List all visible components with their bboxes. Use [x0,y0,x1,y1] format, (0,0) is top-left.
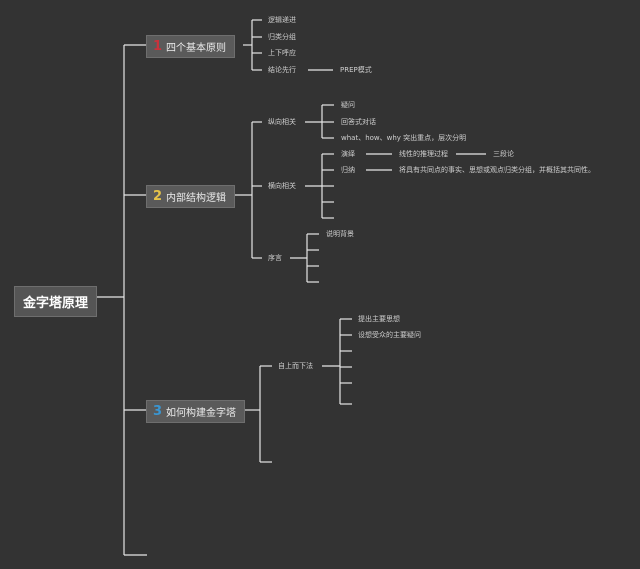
branch-3-label: 如何构建金字塔 [166,408,237,419]
induction-node[interactable]: 归纳 [341,166,355,174]
top-down-item[interactable]: 设想受众的主要疑问 [358,331,421,339]
branch-2-number: 2 [153,189,163,204]
principle-item[interactable]: 逻辑递进 [268,16,296,24]
horizontal-related-node[interactable]: 横向相关 [268,182,296,190]
top-down-item[interactable]: 提出主要思想 [358,315,400,323]
branch-2-node[interactable]: 2 内部结构逻辑 [146,185,236,208]
induction-detail[interactable]: 将具有共同点的事实、思想或观点归类分组，并概括其共同性。 [399,166,595,174]
top-down-node[interactable]: 自上而下法 [278,362,313,370]
branch-2-label: 内部结构逻辑 [166,193,227,204]
vertical-item[interactable]: what、how、why 突出重点，层次分明 [341,134,467,142]
branch-3-node[interactable]: 3 如何构建金字塔 [146,400,246,423]
principle-item[interactable]: 归类分组 [268,33,296,41]
prep-mode-node[interactable]: PREP模式 [340,66,372,74]
root-label: 金字塔原理 [23,296,89,311]
branch-3-number: 3 [153,404,163,419]
branch-1-label: 四个基本原则 [166,43,227,54]
branch-1-number: 1 [153,39,163,54]
vertical-item[interactable]: 回答式对话 [341,118,376,126]
principle-item[interactable]: 结论先行 [268,66,296,74]
preface-item[interactable]: 说明背景 [326,230,354,238]
preface-node[interactable]: 序言 [268,254,282,262]
vertical-item[interactable]: 疑问 [341,101,355,109]
deduction-node[interactable]: 演绎 [341,150,355,158]
deduction-detail[interactable]: 线性的推理过程 [399,150,448,158]
syllogism-node[interactable]: 三段论 [493,150,514,158]
principle-item[interactable]: 上下呼应 [268,49,296,57]
root-node[interactable]: 金字塔原理 [14,286,98,317]
branch-1-node[interactable]: 1 四个基本原则 [146,35,236,58]
vertical-related-node[interactable]: 纵向相关 [268,118,296,126]
